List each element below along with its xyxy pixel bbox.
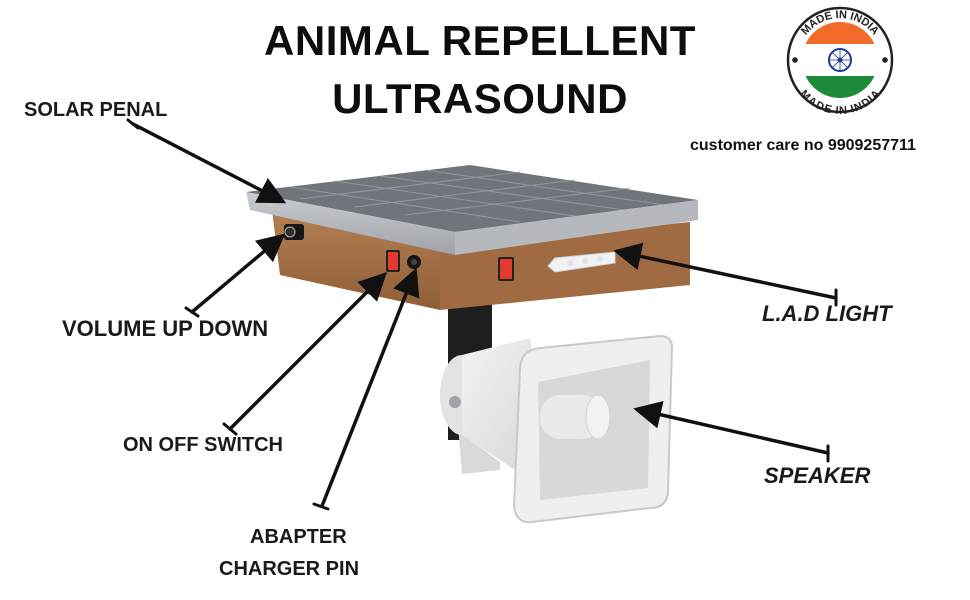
made-in-india-badge: MADE IN INDIA MADE IN INDIA: [786, 6, 894, 117]
label-switch: ON OFF SWITCH: [123, 434, 283, 456]
rocker-switch-left: [386, 250, 400, 272]
arrow-solar-panel: [131, 122, 287, 204]
customer-care-number: customer care no 9909257711: [690, 137, 916, 154]
arrow-adapter: [320, 267, 420, 508]
label-volume: VOLUME UP DOWN: [62, 316, 269, 341]
arrow-volume: [190, 233, 286, 314]
solar-panel-graphic: [246, 165, 698, 255]
label-led-light: L.A.D LIGHT: [762, 301, 892, 326]
page-title-line2: ULTRASOUND: [332, 75, 628, 122]
rocker-switch-right: [498, 257, 514, 281]
charger-socket: [407, 255, 421, 269]
page-title-line1: ANIMAL REPELLENT: [264, 17, 696, 64]
label-solar-panel: SOLAR PENAL: [24, 99, 168, 121]
volume-knob: [284, 224, 304, 240]
horn-speaker: [440, 334, 674, 524]
arrow-switch: [228, 272, 387, 431]
label-speaker: SPEAKER: [764, 463, 871, 488]
arrow-speaker: [633, 401, 830, 455]
label-adapter-line1: ABAPTER: [250, 526, 347, 548]
label-adapter-line2: CHARGER PIN: [219, 558, 360, 580]
arrow-led: [613, 242, 838, 300]
callout-arrows: [126, 118, 838, 511]
